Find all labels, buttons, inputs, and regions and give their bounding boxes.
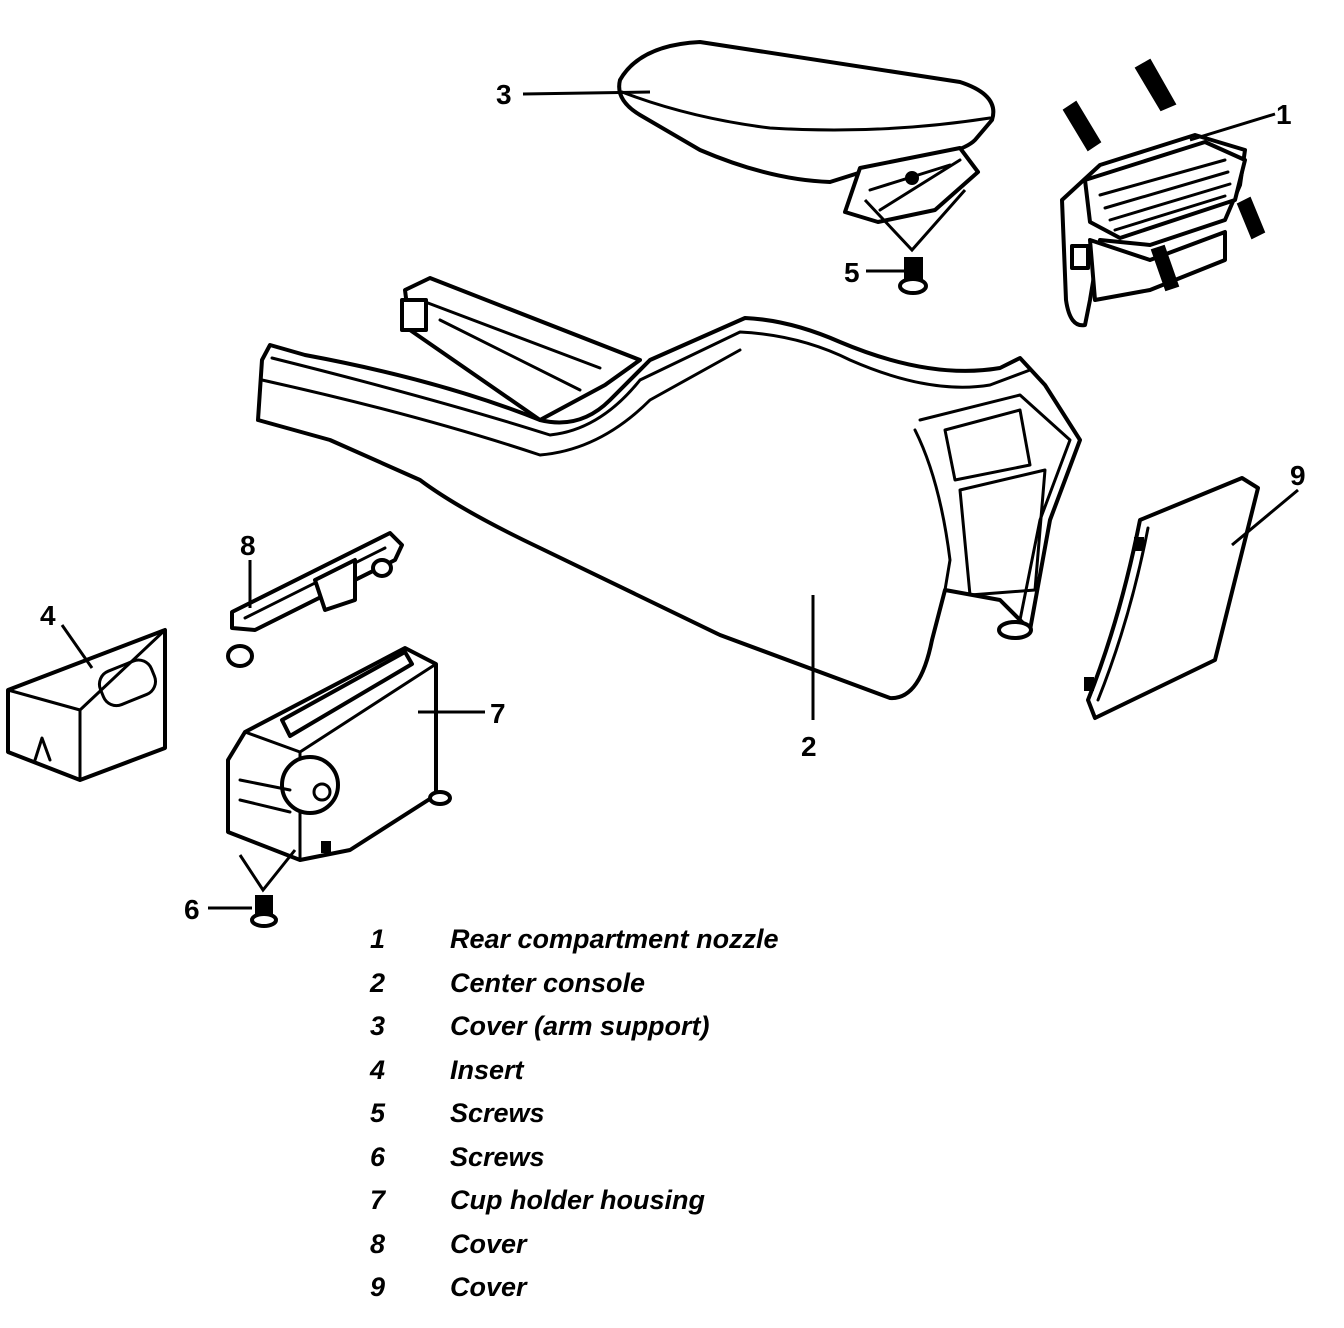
legend-row: 1 Rear compartment nozzle [368, 918, 888, 962]
legend-row: 8 Cover [368, 1223, 888, 1267]
legend-description: Center console [450, 967, 646, 998]
callout-7: 7 [490, 698, 506, 729]
parts-legend: 1 Rear compartment nozzle 2 Center conso… [368, 918, 888, 1310]
side-cover [1084, 476, 1260, 720]
legend-description: Cup holder housing [450, 1185, 705, 1216]
callout-2: 2 [801, 731, 817, 762]
legend-number: 6 [370, 1141, 386, 1172]
rear-compartment-nozzle [1060, 58, 1266, 328]
callout-4: 4 [40, 600, 56, 631]
legend-row: 3 Cover (arm support) [368, 1005, 888, 1049]
leader-1 [1189, 112, 1276, 142]
leader-9 [1231, 488, 1299, 547]
legend-description: Cover [450, 1228, 527, 1259]
legend-number: 5 [370, 1098, 386, 1129]
leader-4 [60, 624, 94, 669]
legend-number: 2 [370, 967, 386, 998]
callout-6: 6 [184, 894, 200, 925]
leader-3 [522, 90, 651, 96]
legend-description: Rear compartment nozzle [450, 924, 779, 955]
legend-description: Insert [450, 1054, 524, 1085]
legend-row: 2 Center console [368, 962, 888, 1006]
callout-5: 5 [844, 257, 860, 288]
legend-number: 1 [370, 924, 386, 955]
legend-number: 3 [370, 1011, 386, 1042]
legend-row: 7 Cup holder housing [368, 1179, 888, 1223]
legend-description: Screws [450, 1141, 545, 1172]
legend-number: 9 [370, 1272, 386, 1303]
legend-description: Cover (arm support) [450, 1011, 710, 1042]
legend-number: 8 [370, 1228, 386, 1259]
legend-row: 6 Screws [368, 1136, 888, 1180]
legend-row: 4 Insert [368, 1049, 888, 1093]
legend-description: Screws [450, 1098, 545, 1129]
legend-description: Cover [450, 1272, 527, 1303]
legend-number: 7 [370, 1185, 386, 1216]
center-console [256, 276, 1082, 701]
insert [6, 628, 167, 782]
legend-row: 9 Cover [368, 1266, 888, 1310]
legend-number: 4 [370, 1054, 386, 1085]
callout-9: 9 [1290, 460, 1306, 491]
legend-row: 5 Screws [368, 1092, 888, 1136]
screws-cup-holder [238, 849, 297, 928]
arm-support-cover [617, 40, 996, 224]
screws-cover [863, 189, 967, 295]
small-cover [226, 531, 404, 668]
cup-holder-housing [226, 646, 452, 862]
callout-3: 3 [496, 79, 512, 110]
callout-1: 1 [1276, 99, 1292, 130]
callout-8: 8 [240, 530, 256, 561]
